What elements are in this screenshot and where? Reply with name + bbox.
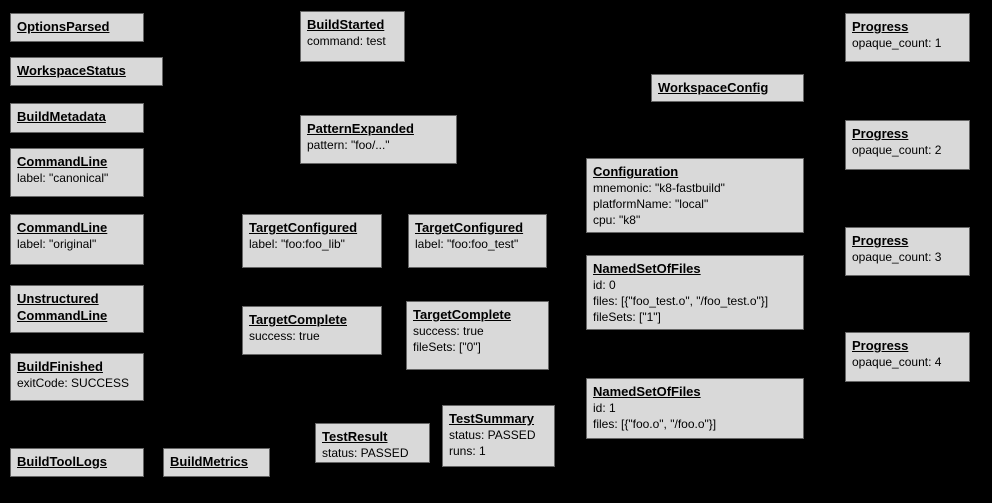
node-test-result: TestResult status: PASSED: [315, 423, 430, 463]
node-title: Configuration: [593, 164, 679, 179]
node-title: CommandLine: [17, 308, 108, 323]
node-title: BuildMetadata: [17, 109, 106, 124]
node-title: Progress: [852, 233, 909, 248]
node-detail: fileSets: ["0"]: [413, 340, 481, 354]
node-detail: label: "foo:foo_lib": [249, 237, 345, 251]
node-title: TargetComplete: [413, 307, 511, 322]
node-detail: label: "original": [17, 237, 97, 251]
node-progress-4: Progress opaque_count: 4: [845, 332, 970, 382]
node-detail: mnemonic: "k8-fastbuild": [593, 181, 725, 195]
node-title: NamedSetOfFiles: [593, 384, 701, 399]
node-build-started: BuildStarted command: test: [300, 11, 405, 62]
node-title: TargetConfigured: [249, 220, 358, 235]
node-detail: opaque_count: 1: [852, 36, 942, 50]
node-detail: pattern: "foo/...": [307, 138, 390, 152]
node-progress-3: Progress opaque_count: 3: [845, 227, 970, 276]
node-detail: status: PASSED: [449, 428, 536, 442]
node-title: TargetConfigured: [415, 220, 524, 235]
node-detail: opaque_count: 3: [852, 250, 942, 264]
node-build-metadata: BuildMetadata: [10, 103, 144, 133]
node-title: WorkspaceConfig: [658, 80, 769, 95]
node-progress-1: Progress opaque_count: 1: [845, 13, 970, 62]
node-progress-2: Progress opaque_count: 2: [845, 120, 970, 170]
node-target-complete-lib: TargetComplete success: true: [242, 306, 382, 355]
node-title: PatternExpanded: [307, 121, 414, 136]
node-detail: opaque_count: 2: [852, 143, 942, 157]
node-options-parsed: OptionsParsed: [10, 13, 144, 42]
node-detail: label: "foo:foo_test": [415, 237, 519, 251]
node-detail: opaque_count: 4: [852, 355, 942, 369]
node-detail: runs: 1: [449, 444, 486, 458]
node-configuration: Configuration mnemonic: "k8-fastbuild" pla…: [586, 158, 804, 233]
node-detail: id: 1: [593, 401, 616, 415]
node-title: BuildToolLogs: [17, 454, 108, 469]
node-target-configured-foo-lib: TargetConfigured label: "foo:foo_lib": [242, 214, 382, 268]
node-title: OptionsParsed: [17, 19, 110, 34]
node-title: Unstructured: [17, 291, 99, 306]
node-title: TestResult: [322, 429, 388, 444]
node-pattern-expanded: PatternExpanded pattern: "foo/...": [300, 115, 457, 164]
node-named-set-of-files-0: NamedSetOfFiles id: 0 files: [{"foo_test.o…: [586, 255, 804, 330]
node-detail: platformName: "local": [593, 197, 709, 211]
node-title: CommandLine: [17, 220, 108, 235]
node-detail: label: "canonical": [17, 171, 109, 185]
node-title: BuildMetrics: [170, 454, 249, 469]
node-title: Progress: [852, 126, 909, 141]
node-target-complete-test: TargetComplete success: true fileSets: ["0…: [406, 301, 549, 370]
node-title: NamedSetOfFiles: [593, 261, 701, 276]
node-build-metrics: BuildMetrics: [163, 448, 270, 477]
node-target-configured-foo-test: TargetConfigured label: "foo:foo_test": [408, 214, 547, 268]
node-title: BuildStarted: [307, 17, 385, 32]
node-command-line-canonical: CommandLine label: "canonical": [10, 148, 144, 197]
node-title: TargetComplete: [249, 312, 347, 327]
node-title: TestSummary: [449, 411, 535, 426]
node-workspace-config: WorkspaceConfig: [651, 74, 804, 102]
node-detail: exitCode: SUCCESS: [17, 376, 130, 390]
node-detail: files: [{"foo_test.o", "/foo_test.o"}]: [593, 294, 769, 308]
node-title: CommandLine: [17, 154, 108, 169]
node-title: WorkspaceStatus: [17, 63, 126, 78]
node-detail: cpu: "k8": [593, 213, 641, 227]
node-title: BuildFinished: [17, 359, 103, 374]
node-detail: status: PASSED: [322, 446, 409, 460]
node-title: Progress: [852, 338, 909, 353]
node-detail: fileSets: ["1"]: [593, 310, 661, 324]
node-named-set-of-files-1: NamedSetOfFiles id: 1 files: [{"foo.o", "/…: [586, 378, 804, 439]
node-workspace-status: WorkspaceStatus: [10, 57, 163, 86]
node-test-summary: TestSummary status: PASSED runs: 1: [442, 405, 555, 467]
node-detail: command: test: [307, 34, 386, 48]
node-detail: id: 0: [593, 278, 616, 292]
node-detail: files: [{"foo.o", "/foo.o"}]: [593, 417, 717, 431]
node-detail: success: true: [413, 324, 484, 338]
node-detail: success: true: [249, 329, 320, 343]
node-title: Progress: [852, 19, 909, 34]
node-build-tool-logs: BuildToolLogs: [10, 448, 144, 477]
node-command-line-original: CommandLine label: "original": [10, 214, 144, 265]
node-build-finished: BuildFinished exitCode: SUCCESS: [10, 353, 144, 401]
